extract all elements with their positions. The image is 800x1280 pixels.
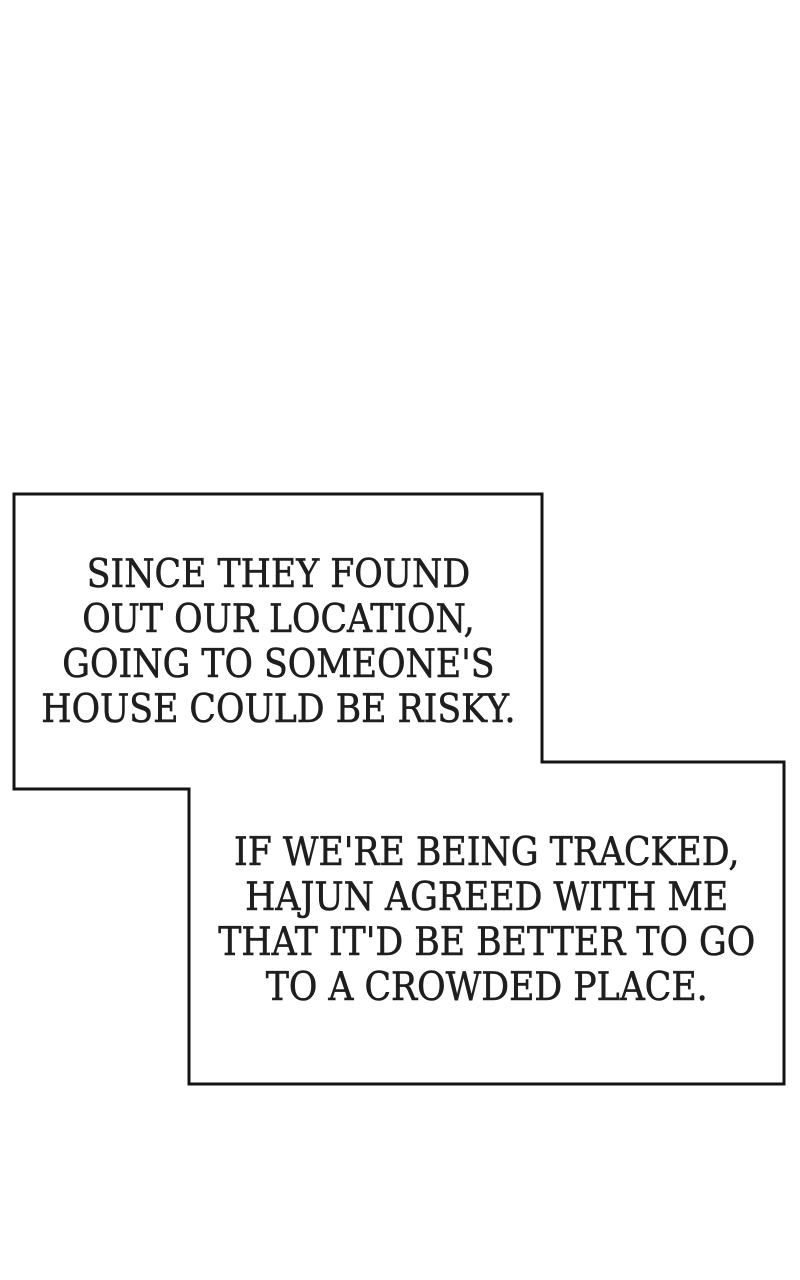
dialogue-line: HOUSE COULD BE RISKY. bbox=[40, 686, 516, 732]
caption-box-2: IF WE'RE BEING TRACKED, HAJUN AGREED WIT… bbox=[189, 762, 784, 1084]
dialogue-line: OUT OUR LOCATION, bbox=[81, 596, 475, 642]
dialogue-line: HAJUN AGREED WITH ME bbox=[244, 875, 729, 921]
dialogue-line: GOING TO SOMEONE'S bbox=[61, 641, 495, 687]
dialogue-line: THAT IT'D BE BETTER TO GO bbox=[217, 920, 756, 966]
caption-box-1: SINCE THEY FOUND OUT OUR LOCATION, GOING… bbox=[14, 494, 542, 789]
dialogue-line: IF WE'RE BEING TRACKED, bbox=[233, 830, 740, 876]
caption-box-2-lines: IF WE'RE BEING TRACKED, HAJUN AGREED WIT… bbox=[217, 830, 756, 1011]
dialogue-line: SINCE THEY FOUND bbox=[86, 551, 470, 597]
dialogue-line: TO A CROWDED PLACE. bbox=[265, 965, 708, 1011]
caption-box-1-lines: SINCE THEY FOUND OUT OUR LOCATION, GOING… bbox=[40, 551, 516, 732]
merged-caption-box-shape bbox=[12, 492, 786, 1086]
